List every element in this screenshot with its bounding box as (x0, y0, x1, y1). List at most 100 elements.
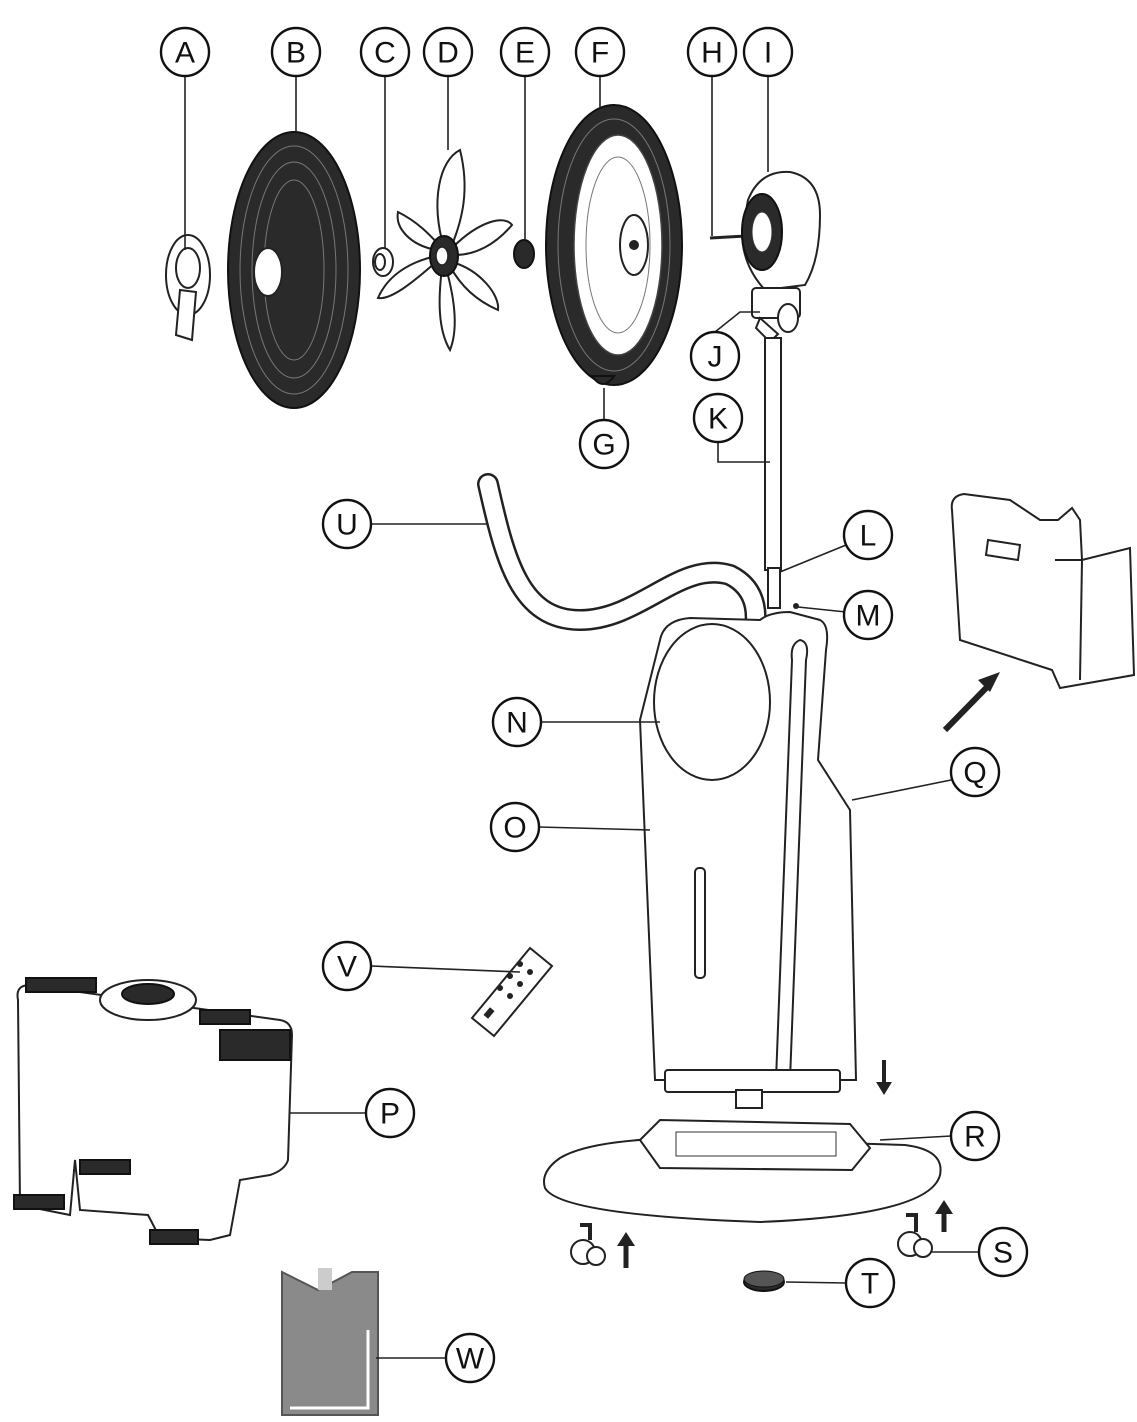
callout-circle (489, 801, 541, 853)
callout-circle (321, 498, 373, 550)
callout-m: M (842, 589, 894, 641)
callout-label: D (437, 37, 459, 70)
callout-label: G (592, 429, 615, 462)
inset-spare-part (950, 492, 1136, 690)
part-a-spinner-nut (165, 234, 211, 342)
callout-circle (949, 746, 1001, 798)
callout-circle (842, 589, 894, 641)
part-callouts: A B C D E F G H I JK L M N O P Q R S T U V W (159, 26, 1029, 1384)
callout-label: J (708, 341, 723, 374)
callout-t: T (844, 1257, 896, 1309)
callout-circle (949, 1110, 1001, 1162)
callout-label: T (861, 1268, 879, 1301)
leader-v (370, 965, 521, 973)
callout-c: C (359, 26, 411, 78)
part-s-castor-wheels (570, 1213, 933, 1266)
part-l-pole-connector (767, 567, 781, 609)
callout-l: L (842, 509, 894, 561)
callout-circle (842, 509, 894, 561)
callout-circle (422, 26, 474, 78)
callout-circle (444, 1332, 496, 1384)
callout-f: F (574, 26, 626, 78)
leader-l (779, 544, 847, 573)
main-body (638, 610, 858, 1109)
callout-g: G (578, 418, 630, 470)
callout-a: A (159, 26, 211, 78)
part-t-locking-nut (743, 1270, 785, 1292)
callout-r: R (949, 1110, 1001, 1162)
callout-b: B (270, 26, 322, 78)
leader-m (797, 606, 847, 613)
callout-k: K (692, 392, 744, 444)
callout-label: E (515, 37, 535, 70)
callout-circle (977, 1226, 1029, 1278)
callout-circle (742, 26, 794, 78)
leader-q (851, 779, 952, 801)
part-r-base (543, 1118, 942, 1224)
callout-label: P (380, 1098, 400, 1131)
callout-label: R (964, 1121, 986, 1154)
callout-label: U (336, 509, 358, 542)
part-i-motor-housing (740, 170, 822, 319)
callout-label: N (506, 707, 528, 740)
leader-k (717, 442, 770, 463)
callout-q: Q (949, 746, 1001, 798)
callout-label: H (701, 37, 723, 70)
part-c-blade-cap (372, 247, 394, 277)
callout-circle (499, 26, 551, 78)
part-u-water-hose (477, 473, 767, 651)
callout-circle (491, 696, 543, 748)
part-b-front-grille (227, 131, 361, 409)
callout-circle (321, 940, 373, 992)
part-f-rear-grille (545, 104, 683, 386)
leader-lines (184, 76, 979, 1359)
callout-d: D (422, 26, 474, 78)
callout-o: O (489, 801, 541, 853)
callout-label: K (708, 403, 728, 436)
part-k-pole (764, 337, 782, 571)
callout-u: U (321, 498, 373, 550)
callout-label: O (503, 812, 526, 845)
callout-circle (270, 26, 322, 78)
part-g-grille-handle (590, 375, 616, 385)
callout-h: H (686, 26, 738, 78)
callout-label: L (860, 520, 877, 553)
callout-v: V (321, 940, 373, 992)
callout-circle (359, 26, 411, 78)
callout-w: W (444, 1332, 496, 1384)
callout-label: C (374, 37, 396, 70)
callout-label: A (175, 37, 195, 70)
callout-circle (578, 418, 630, 470)
callout-circle (844, 1257, 896, 1309)
part-h-motor-shaft (709, 234, 747, 240)
callout-e: E (499, 26, 551, 78)
callout-label: S (993, 1237, 1013, 1270)
leader-o (538, 826, 651, 831)
callout-circle (692, 392, 744, 444)
callout-circle (159, 26, 211, 78)
part-m-screw (793, 603, 799, 609)
callout-label: V (337, 951, 357, 984)
assembly-arrows (617, 672, 1000, 1268)
callout-label: M (856, 600, 881, 633)
callout-label: I (764, 37, 772, 70)
callout-circle (689, 330, 741, 382)
callout-label: W (456, 1343, 485, 1376)
part-e-grille-nut (513, 239, 535, 269)
part-w-ice-pack (281, 1268, 379, 1416)
callout-i: I (742, 26, 794, 78)
callout-j: J (689, 330, 741, 382)
leader-j (714, 311, 760, 333)
part-d-fan-blade (376, 148, 514, 353)
callout-label: F (591, 37, 609, 70)
callout-p: P (364, 1087, 416, 1139)
callout-circle (364, 1087, 416, 1139)
callout-n: N (491, 696, 543, 748)
callout-circle (686, 26, 738, 78)
leader-t (785, 1281, 847, 1284)
part-p-water-tank (13, 977, 294, 1245)
part-v-remote-control (470, 946, 554, 1038)
callout-label: Q (963, 757, 986, 790)
callout-label: B (286, 37, 306, 70)
